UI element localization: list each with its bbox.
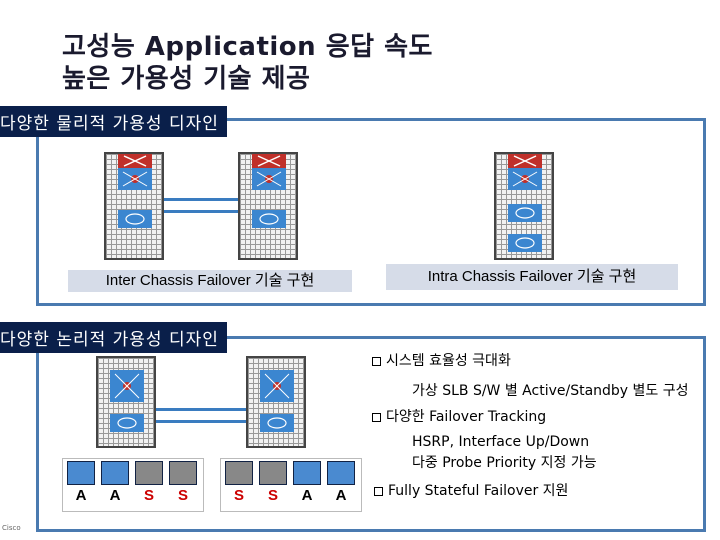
note-sub-1: 가상 SLB S/W 별 Active/Standby 별도 구성 <box>412 383 689 399</box>
caption-intra-chassis: Intra Chassis Failover 기술 구현 <box>386 264 678 290</box>
checkbox-bullet-icon <box>372 412 381 422</box>
logical-chassis-left <box>96 356 156 448</box>
logical-section-label: 다양한 논리적 가용성 디자인 <box>0 322 227 353</box>
server-icon <box>135 461 163 485</box>
server-role-label: S <box>177 487 188 504</box>
server-icon <box>327 461 355 485</box>
chassis-middle <box>238 152 298 260</box>
server-icon <box>169 461 197 485</box>
server-icon <box>259 461 287 485</box>
checkbox-bullet-icon <box>374 486 383 496</box>
note-text: Fully Stateful Failover 지원 <box>388 483 569 499</box>
logical-chassis-left-graphic <box>110 370 144 432</box>
chassis-right <box>494 152 554 260</box>
server-role-label: S <box>233 487 244 504</box>
note-text: 다양한 Failover Tracking <box>386 409 547 425</box>
server-role-label: S <box>267 487 278 504</box>
load-balancer-module-icon <box>252 210 286 228</box>
load-balancer-module-icon <box>260 414 294 432</box>
page-title-line1: 고성능 Application 응답 속도 <box>62 32 433 62</box>
physical-design-panel <box>36 118 706 306</box>
chassis-left-graphic <box>118 144 152 228</box>
logical-link-top <box>156 408 246 411</box>
page-title-line2: 높은 가용성 기술 제공 <box>62 64 311 94</box>
inter-chassis-link-bottom <box>164 210 238 213</box>
server-role-label: A <box>75 487 87 504</box>
load-balancer-module-icon <box>508 204 542 222</box>
chassis-right-graphic <box>508 154 542 252</box>
note-bullet-2: 다양한 Failover Tracking <box>372 406 546 426</box>
server-role-label: A <box>109 487 121 504</box>
note-bullet-3: Fully Stateful Failover 지원 <box>374 480 568 500</box>
server-icon <box>225 461 253 485</box>
physical-section-label: 다양한 물리적 가용성 디자인 <box>0 106 227 137</box>
inter-chassis-link-top <box>164 198 238 201</box>
server-icon <box>101 461 129 485</box>
note-bullet-1: 시스템 효율성 극대화 <box>372 350 511 370</box>
note-sub-2b: 다중 Probe Priority 지정 가능 <box>412 455 597 471</box>
server-group-right: S S A A <box>220 458 362 512</box>
server-group-left: A A S S <box>62 458 204 512</box>
logical-link-bottom <box>156 420 246 423</box>
load-balancer-module-icon <box>110 414 144 432</box>
load-balancer-module-icon <box>118 210 152 228</box>
footer-brand: Cisco <box>2 524 21 532</box>
server-role-label: A <box>335 487 347 504</box>
chassis-left <box>104 144 164 260</box>
server-role-label: S <box>143 487 154 504</box>
load-balancer-module-icon <box>508 234 542 252</box>
server-icon <box>67 461 95 485</box>
logical-chassis-right <box>246 356 306 448</box>
note-text: 시스템 효율성 극대화 <box>386 353 511 369</box>
caption-inter-chassis: Inter Chassis Failover 기술 구현 <box>68 270 352 292</box>
logical-design-panel <box>36 336 706 532</box>
server-role-label: A <box>301 487 313 504</box>
server-icon <box>293 461 321 485</box>
logical-chassis-right-graphic <box>260 370 294 432</box>
checkbox-bullet-icon <box>372 356 381 366</box>
chassis-middle-graphic <box>252 154 286 228</box>
note-sub-2a: HSRP, Interface Up/Down <box>412 434 590 450</box>
